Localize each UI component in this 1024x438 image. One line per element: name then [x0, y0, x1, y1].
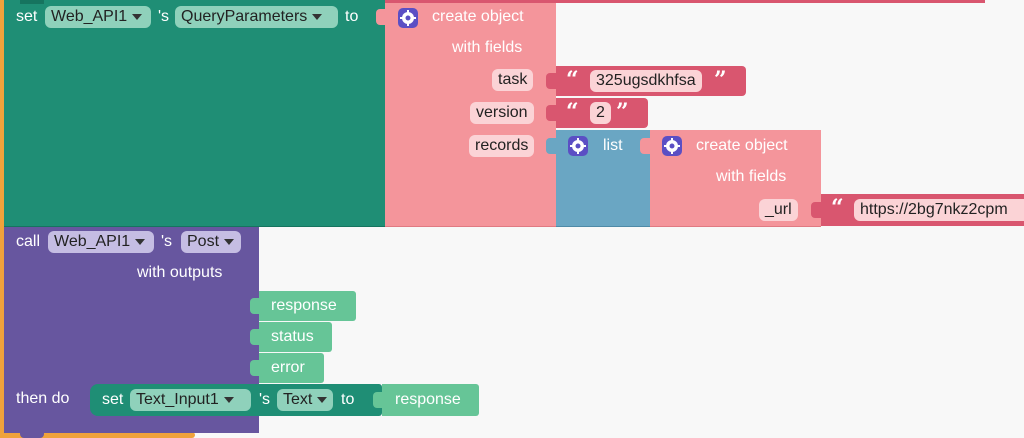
gear-icon[interactable]: [662, 136, 682, 156]
set-text-to-keyword: to: [341, 391, 355, 408]
output-error-connector: [250, 360, 260, 376]
list-label: list: [603, 137, 623, 154]
string-task-connector: [546, 73, 556, 89]
call-block-bottom-connector: [20, 431, 44, 438]
call-keyword: call: [16, 233, 41, 250]
field-key-records[interactable]: records: [469, 135, 535, 157]
create-object-2-connector: [640, 138, 650, 154]
outer-event-block-bottom[interactable]: [0, 432, 195, 438]
create-object-1-title: create object: [432, 8, 524, 25]
create-object-1-with-fields: with fields: [452, 39, 523, 56]
outer-event-block-edge[interactable]: [0, 0, 6, 438]
open-quote-icon: “: [831, 195, 844, 221]
set-text-possessive-label: 's: [259, 391, 271, 408]
property-dropdown-text[interactable]: Text: [277, 389, 333, 411]
create-object-1-connector: [376, 9, 386, 25]
gear-icon[interactable]: [398, 8, 418, 28]
string-value-task[interactable]: 325ugsdkhfsa: [590, 70, 702, 92]
to-keyword: to: [345, 8, 359, 25]
open-quote-icon: “: [566, 99, 579, 125]
component-dropdown-text-input1[interactable]: Text_Input1: [130, 389, 251, 411]
string-version-connector: [546, 105, 556, 121]
set-text-keyword: set: [102, 391, 124, 408]
create-object-2-with-fields: with fields: [716, 168, 787, 185]
possessive-label: 's: [158, 8, 170, 25]
output-error-label: error: [271, 359, 305, 376]
output-response-block[interactable]: [259, 291, 356, 321]
property-dropdown-queryparameters[interactable]: QueryParameters: [175, 6, 338, 28]
then-do-label: then do: [16, 390, 70, 407]
string-url-connector: [811, 202, 821, 218]
pink-top-edge: [385, 0, 985, 3]
field-key-url[interactable]: _url: [759, 199, 798, 221]
output-response-connector: [250, 298, 260, 314]
component-dropdown-web-api1-call[interactable]: Web_API1: [48, 231, 154, 253]
gear-icon[interactable]: [568, 136, 588, 156]
with-outputs-label: with outputs: [137, 264, 223, 281]
open-quote-icon: “: [566, 67, 579, 93]
output-status-connector: [250, 329, 260, 345]
set-query-parameters-block[interactable]: [4, 0, 385, 227]
value-response-label: response: [395, 391, 461, 408]
set-keyword: set: [16, 8, 38, 25]
output-status-block[interactable]: [259, 322, 332, 352]
list-connector: [546, 138, 556, 154]
call-possessive-label: 's: [161, 233, 173, 250]
close-quote-icon: ”: [714, 67, 727, 93]
string-value-version[interactable]: 2: [590, 102, 611, 124]
method-dropdown-post[interactable]: Post: [181, 231, 241, 253]
close-quote-icon: ”: [616, 99, 629, 125]
string-value-url[interactable]: https://2bg7nkz2cpm: [854, 199, 1024, 221]
value-response-connector: [373, 392, 383, 408]
value-response-block[interactable]: [382, 384, 479, 416]
create-object-2-title: create object: [696, 137, 788, 154]
output-status-label: status: [271, 328, 314, 345]
component-dropdown-web-api1[interactable]: Web_API1: [45, 6, 151, 28]
field-key-version[interactable]: version: [470, 102, 534, 124]
output-response-label: response: [271, 297, 337, 314]
output-error-block[interactable]: [259, 353, 324, 383]
set-block-top-connector: [20, 0, 44, 4]
field-key-task[interactable]: task: [492, 69, 534, 91]
